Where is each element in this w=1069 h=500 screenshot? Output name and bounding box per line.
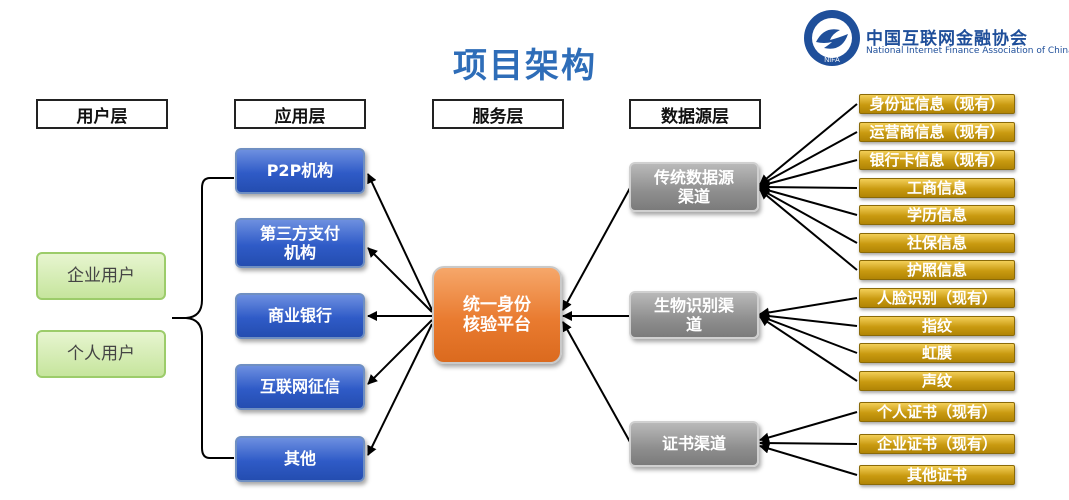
channel-certificate[interactable]: 证书渠道 [629,421,759,467]
app-label: 互联网征信 [259,377,340,397]
source-social-security[interactable]: 社保信息 [859,233,1015,253]
source-label: 银行卡信息（现有） [869,151,1005,169]
user-individual[interactable]: 个人用户 [36,330,166,378]
source-label: 身份证信息（现有） [869,95,1005,113]
source-label: 社保信息 [906,234,967,252]
app-label: 其他 [283,449,316,469]
app-label: P2P机构 [266,161,334,181]
source-business-registration[interactable]: 工商信息 [859,178,1015,198]
app-internet-credit[interactable]: 互联网征信 [235,364,365,410]
platform-label: 统一身份 核验平台 [463,294,531,335]
header-data-layer: 数据源层 [629,99,761,129]
channel-biometric[interactable]: 生物识别渠 道 [629,291,759,339]
source-education[interactable]: 学历信息 [859,205,1015,225]
app-commercial-bank[interactable]: 商业银行 [235,293,365,339]
nifa-seal-icon: NIFA [804,10,860,66]
app-third-party-payment[interactable]: 第三方支付 机构 [235,218,365,268]
source-fingerprint[interactable]: 指纹 [859,316,1015,336]
header-service-layer: 服务层 [432,99,564,129]
source-id-card[interactable]: 身份证信息（现有） [859,94,1015,114]
source-passport[interactable]: 护照信息 [859,260,1015,280]
channel-label: 证书渠道 [661,434,726,454]
source-label: 护照信息 [906,261,967,279]
app-p2p[interactable]: P2P机构 [235,148,365,194]
source-label: 工商信息 [906,179,967,197]
user-enterprise[interactable]: 企业用户 [36,252,166,300]
logo-name-cn: 中国互联网金融协会 [866,29,1028,49]
user-label: 企业用户 [67,265,135,286]
source-label: 运营商信息（现有） [869,123,1005,141]
channel-traditional[interactable]: 传统数据源 渠道 [629,162,759,212]
user-label: 个人用户 [67,343,135,364]
source-label: 其他证书 [906,466,967,484]
seal-text: NIFA [824,57,840,64]
app-other[interactable]: 其他 [235,436,365,482]
source-face-recognition[interactable]: 人脸识别（现有） [859,288,1015,308]
source-label: 企业证书（现有） [876,435,997,453]
logo-name-en: National Internet Finance Association of… [866,46,1069,56]
source-label: 指纹 [921,317,952,335]
source-iris[interactable]: 虹膜 [859,343,1015,363]
source-carrier[interactable]: 运营商信息（现有） [859,122,1015,142]
source-voiceprint[interactable]: 声纹 [859,371,1015,391]
source-label: 声纹 [921,372,952,390]
source-enterprise-certificate[interactable]: 企业证书（现有） [859,434,1015,454]
source-personal-certificate[interactable]: 个人证书（现有） [859,402,1015,422]
nifa-logo: NIFA 中国互联网金融协会 National Internet Finance… [802,8,1069,70]
channel-label: 传统数据源 渠道 [653,167,734,206]
user-bracket [185,177,234,459]
page-title: 项目架构 [453,46,597,86]
header-app-layer: 应用层 [234,99,366,129]
source-bank-card[interactable]: 银行卡信息（现有） [859,150,1015,170]
app-label: 第三方支付 机构 [259,223,340,262]
source-label: 虹膜 [921,344,952,362]
source-label: 个人证书（现有） [876,403,997,421]
source-label: 学历信息 [906,206,967,224]
app-label: 商业银行 [267,306,332,326]
source-other-certificate[interactable]: 其他证书 [859,465,1015,485]
header-user-layer: 用户层 [36,99,168,129]
platform-identity-verification[interactable]: 统一身份 核验平台 [432,266,562,364]
channel-label: 生物识别渠 道 [653,295,734,334]
source-label: 人脸识别（现有） [876,289,997,307]
